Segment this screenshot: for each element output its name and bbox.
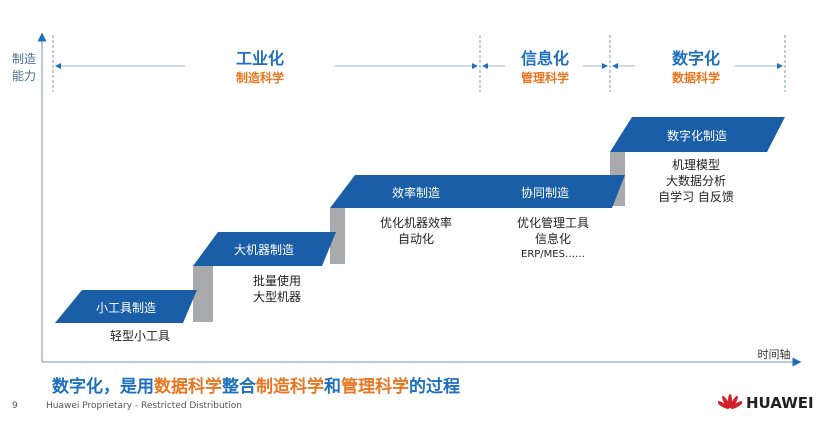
desc-line: 信息化 [534, 232, 572, 246]
step-label: 小工具制造 [95, 301, 157, 315]
era-science-industrial: 制造科学 [235, 71, 285, 85]
desc-line: ERP/MES…… [521, 249, 585, 260]
summary-part: 的过程 [409, 377, 460, 397]
era-title-information: 信息化 [520, 49, 570, 68]
desc-line: 机理模型 [671, 158, 721, 172]
summary-part: 和 [324, 377, 341, 397]
summary-highlight: 数据科学 [154, 377, 222, 397]
era-title-industrial: 工业化 [235, 49, 285, 68]
desc-line: 自学习 自反馈 [658, 190, 734, 204]
step-label: 协同制造 [520, 186, 570, 200]
step-desc: 优化管理工具信息化 ERP/MES…… [517, 215, 589, 263]
x-axis-label: 时间轴 [757, 348, 791, 361]
huawei-flower-icon [718, 394, 742, 409]
era-dividers [52, 35, 786, 92]
summary-part: 数字化，是用 [52, 377, 154, 397]
y-label-2: 能力 [12, 69, 37, 83]
desc-line: 优化管理工具 [516, 216, 590, 230]
step-label: 数字化制造 [666, 129, 728, 143]
desc-line: 自动化 [397, 232, 435, 246]
step-blocks [55, 117, 785, 323]
y-axis-label: 制造能力 [12, 51, 40, 85]
era-science-information: 管理科学 [520, 71, 570, 85]
step-desc: 批量使用大型机器 [253, 273, 301, 305]
footer-text: Huawei Proprietary - Restricted Distribu… [46, 401, 242, 411]
huawei-logo: HUAWEI [718, 393, 814, 413]
step-desc: 机理模型大数据分析自学习 自反馈 [658, 157, 734, 205]
desc-line: 轻型小工具 [109, 329, 171, 343]
y-label-1: 制造 [12, 52, 37, 66]
desc-line: 优化机器效率 [379, 216, 453, 230]
step-desc: 优化机器效率自动化 [380, 215, 452, 247]
logo-text: HUAWEI [746, 394, 814, 412]
desc-line: 大数据分析 [665, 174, 727, 188]
page-number: 9 [12, 401, 18, 411]
summary-statement: 数字化，是用数据科学整合制造科学和管理科学的过程 [52, 372, 460, 397]
summary-highlight: 制造科学 [256, 377, 324, 397]
era-science-digital: 数据科学 [671, 71, 721, 85]
desc-line: 批量使用 [252, 274, 302, 288]
era-title-digital: 数字化 [671, 49, 721, 68]
step-label: 大机器制造 [233, 243, 295, 257]
step-label: 效率制造 [391, 186, 441, 200]
desc-line: 大型机器 [252, 290, 302, 304]
step-desc: 轻型小工具 [110, 328, 170, 344]
summary-highlight: 管理科学 [341, 377, 409, 397]
summary-part: 整合 [222, 377, 256, 397]
